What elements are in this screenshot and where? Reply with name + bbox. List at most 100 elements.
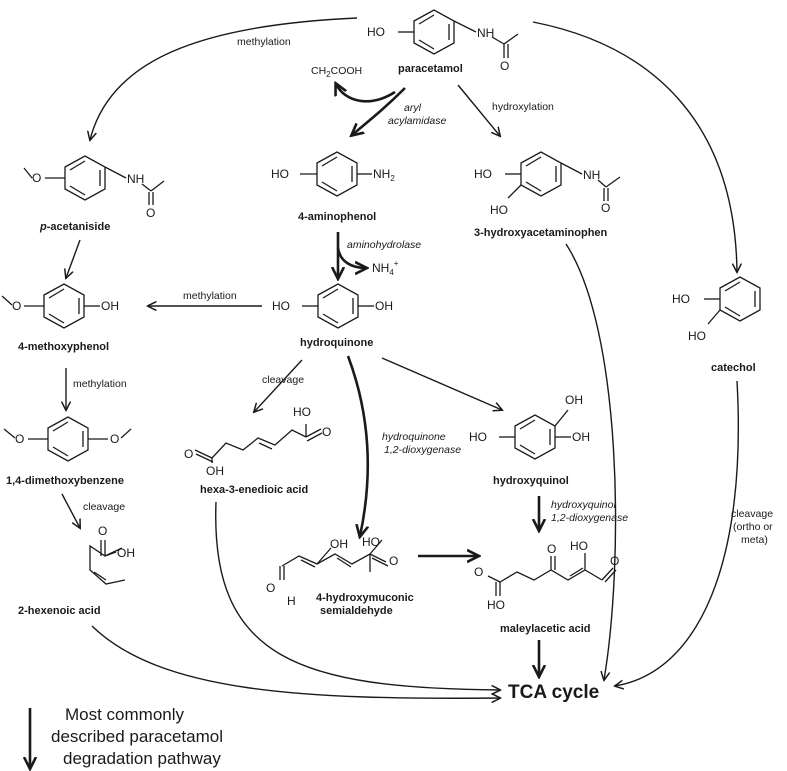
maleylacetic-structure: O O HO HO O bbox=[474, 539, 619, 612]
svg-text:HO: HO bbox=[362, 535, 380, 549]
methylation-label-low: methylation bbox=[73, 378, 127, 390]
tca-cycle-label: TCA cycle bbox=[508, 682, 599, 703]
legend: Most commonly described paracetamol degr… bbox=[30, 705, 223, 768]
hydroxymuconic-label-2: semialdehyde bbox=[320, 605, 393, 617]
cleavage-label-hq: cleavage bbox=[262, 374, 304, 386]
aminophenol-structure: HO NH2 bbox=[271, 151, 395, 197]
acetaniside-label: p-acetaniside bbox=[39, 221, 110, 233]
hq-dioxygenase-label-1: hydroquinone bbox=[382, 431, 446, 443]
svg-text:O: O bbox=[98, 524, 107, 538]
svg-text:HO: HO bbox=[490, 203, 508, 217]
hyq-dioxygenase-label-2: 1,2-dioxygenase bbox=[551, 512, 628, 524]
svg-text:HO: HO bbox=[474, 167, 492, 181]
maleylacetic-label: maleylacetic acid bbox=[500, 623, 591, 635]
svg-text:O: O bbox=[110, 432, 119, 446]
hexenoic-structure: O OH bbox=[89, 524, 135, 585]
svg-text:HO: HO bbox=[672, 292, 690, 306]
arrow-cleavage-hexenoic bbox=[61, 493, 80, 528]
svg-text:O: O bbox=[601, 201, 610, 215]
svg-text:O: O bbox=[389, 554, 398, 568]
cleavage-label-dmb: cleavage bbox=[83, 501, 125, 513]
aminophenol-label: 4-aminophenol bbox=[298, 211, 376, 223]
arrow-aryl-acylamidase bbox=[352, 87, 406, 135]
svg-text:O: O bbox=[322, 425, 331, 439]
methoxyphenol-structure: O OH bbox=[1, 283, 119, 329]
svg-text:O: O bbox=[184, 447, 193, 461]
hydroxyquinol-structure: HO OH OH bbox=[469, 393, 590, 460]
svg-text:NH: NH bbox=[127, 172, 144, 186]
acetate-byproduct-label: CH2COOH bbox=[311, 65, 362, 79]
paracetamol-structure: HO NH O bbox=[367, 9, 519, 73]
arrow-hydroquinone-hydroxyquinol bbox=[381, 357, 502, 410]
arrow-ammonium-release bbox=[336, 247, 366, 268]
svg-text:O: O bbox=[32, 171, 41, 185]
legend-line-3: degradation pathway bbox=[63, 749, 221, 768]
hydroxymuconic-label-1: 4-hydroxymuconic bbox=[316, 592, 414, 604]
arrow-hydroxyacetaminophen-tca bbox=[565, 243, 617, 680]
paracetamol-label: paracetamol bbox=[398, 63, 463, 75]
svg-text:HO: HO bbox=[469, 430, 487, 444]
amine-label: NH bbox=[477, 26, 494, 40]
svg-text:O: O bbox=[266, 581, 275, 595]
aminohydrolase-label: aminohydrolase bbox=[347, 239, 421, 251]
catechol-structure: HO HO bbox=[672, 276, 761, 343]
cleavage-catechol-label-3: meta) bbox=[741, 534, 768, 546]
aryl-acylamidase-label-1: aryl bbox=[404, 102, 422, 114]
arrow-hydroquinone-dioxygenase bbox=[346, 355, 370, 536]
svg-text:HO: HO bbox=[487, 598, 505, 612]
arrow-hexenoic-tca bbox=[91, 625, 500, 698]
arrow-acetate-release bbox=[336, 84, 396, 103]
svg-text:OH: OH bbox=[565, 393, 583, 407]
cleavage-catechol-label-1: cleavage bbox=[731, 508, 773, 520]
legend-line-2: described paracetamol bbox=[51, 727, 223, 746]
svg-text:O: O bbox=[547, 542, 556, 556]
methylation-label-mid: methylation bbox=[183, 290, 237, 302]
svg-text:OH: OH bbox=[206, 464, 224, 478]
hydroxyl-label: HO bbox=[367, 25, 385, 39]
svg-text:O: O bbox=[15, 432, 24, 446]
svg-text:O: O bbox=[474, 565, 483, 579]
hexenoic-label: 2-hexenoic acid bbox=[18, 605, 101, 617]
catechol-label: catechol bbox=[711, 362, 756, 374]
arrow-cleavage-hexaenedioic bbox=[254, 359, 303, 412]
svg-text:NH2: NH2 bbox=[373, 167, 395, 183]
arrow-hydroxylation bbox=[457, 84, 500, 136]
arrow-catechol-tca bbox=[615, 380, 740, 686]
methylation-label-top: methylation bbox=[237, 36, 291, 48]
hydroxymuconic-structure: O H OH HO O bbox=[266, 535, 398, 608]
methoxyphenol-label: 4-methoxyphenol bbox=[18, 341, 109, 353]
svg-text:OH: OH bbox=[101, 299, 119, 313]
svg-text:HO: HO bbox=[688, 329, 706, 343]
hexaenedioic-structure: O OH HO O bbox=[184, 405, 331, 478]
arrow-methylation-acetaniside bbox=[90, 17, 358, 140]
svg-text:HO: HO bbox=[272, 299, 290, 313]
hq-dioxygenase-label-2: 1,2-dioxygenase bbox=[384, 444, 461, 456]
dimethoxybenzene-label: 1,4-dimethoxybenzene bbox=[6, 475, 124, 487]
svg-text:HO: HO bbox=[293, 405, 311, 419]
arrow-hexaenedioic-tca bbox=[215, 501, 500, 690]
aryl-acylamidase-label-2: acylamidase bbox=[388, 115, 447, 127]
svg-text:OH: OH bbox=[330, 537, 348, 551]
dimethoxybenzene-structure: O O bbox=[3, 416, 132, 462]
hexaenedioic-label: hexa-3-enedioic acid bbox=[200, 484, 308, 496]
hydroquinone-structure: HO OH bbox=[272, 283, 393, 329]
svg-text:HO: HO bbox=[570, 539, 588, 553]
hydroquinone-label: hydroquinone bbox=[300, 337, 373, 349]
hydroxyacetaminophen-structure: HO HO NH O bbox=[474, 151, 621, 217]
svg-text:O: O bbox=[12, 299, 21, 313]
svg-text:NH: NH bbox=[583, 168, 600, 182]
cleavage-catechol-label-2: (ortho or bbox=[733, 521, 773, 533]
hydroxyquinol-label: hydroxyquinol bbox=[493, 475, 569, 487]
carbonyl-o-label: O bbox=[500, 59, 509, 73]
svg-text:O: O bbox=[146, 206, 155, 220]
hydroxyacetaminophen-label: 3-hydroxyacetaminophen bbox=[474, 227, 608, 239]
ammonium-label: NH4+ bbox=[372, 259, 399, 277]
hydroxylation-label: hydroxylation bbox=[492, 101, 554, 113]
legend-line-1: Most commonly bbox=[65, 705, 185, 724]
arrow-acetaniside-methoxyphenol bbox=[66, 239, 81, 278]
svg-text:OH: OH bbox=[572, 430, 590, 444]
svg-text:OH: OH bbox=[117, 546, 135, 560]
acetaniside-structure: O NH O bbox=[23, 155, 165, 220]
hyq-dioxygenase-label-1: hydroxyquinol bbox=[551, 499, 616, 511]
